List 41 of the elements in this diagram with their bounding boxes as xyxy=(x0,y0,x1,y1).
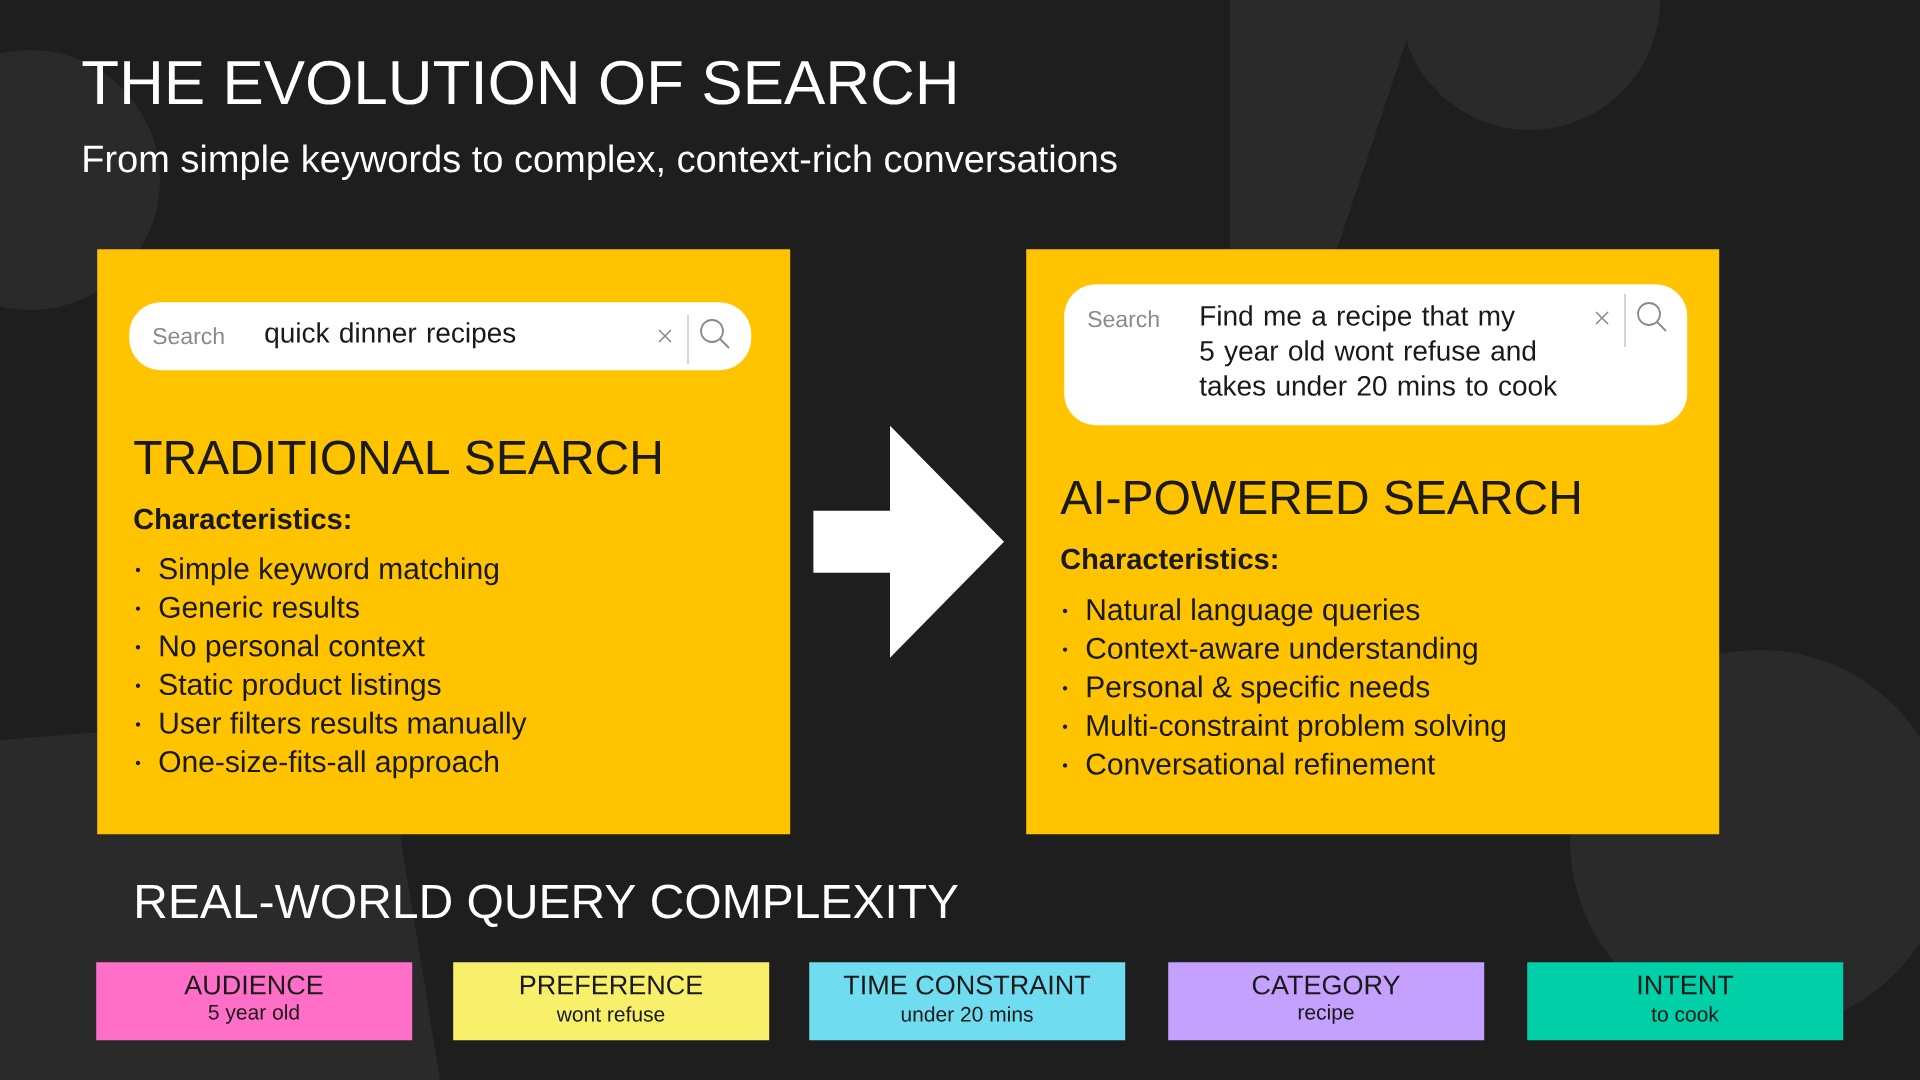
search-field xyxy=(129,302,752,371)
category-tag xyxy=(809,962,1126,1041)
bullet-item: Generic results xyxy=(159,595,359,618)
category-tag xyxy=(1527,962,1844,1041)
category-tag xyxy=(1168,962,1485,1041)
bullet-item: No personal context xyxy=(160,634,425,663)
bullet-item: Personal & specific needs xyxy=(1087,675,1430,704)
search-placeholder: Search xyxy=(1088,310,1159,328)
characteristics-label: Characteristics: xyxy=(1061,548,1277,570)
tag-title: AUDIENCE xyxy=(184,975,323,995)
tag-title: PREFERENCE xyxy=(520,975,703,995)
tag-value: 5 year old xyxy=(208,1004,299,1024)
bullet-item: Simple keyword matching xyxy=(159,557,498,586)
card-heading: TRADITIONAL SEARCH xyxy=(134,440,660,475)
tag-value: wont refuse xyxy=(556,1006,665,1022)
bullet-item: Multi-constraint problem solving xyxy=(1087,714,1506,743)
subtitle: From simple keywords to complex, context-rich conversations xyxy=(84,144,1117,180)
tag-title: INTENT xyxy=(1638,975,1734,995)
search-query: quick dinner recipes xyxy=(265,322,516,349)
bullet-item: User filters results manually xyxy=(160,711,527,740)
characteristics-label: Characteristics: xyxy=(134,508,350,530)
category-tag xyxy=(96,962,413,1041)
tag-title: TIME CONSTRAINT xyxy=(843,975,1091,995)
title: THE EVOLUTION OF SEARCH xyxy=(82,60,955,105)
tag-title: CATEGORY xyxy=(1252,975,1400,995)
bullet-item: Context-aware understanding xyxy=(1086,636,1477,665)
arrow xyxy=(813,425,1004,658)
section-heading: REAL-WORLD QUERY COMPLEXITY xyxy=(137,884,959,928)
bullet-item: Conversational refinement xyxy=(1086,752,1436,775)
bullet-item: Natural language queries xyxy=(1087,598,1420,627)
search-query: Find me a recipe that my 5 year old wont refuse and takes under 20 mins to cook xyxy=(1199,305,1558,396)
tag-value: to cook xyxy=(1651,1006,1719,1022)
tag-value: recipe xyxy=(1298,1004,1354,1024)
search-field xyxy=(1064,284,1688,426)
search-card xyxy=(97,249,791,835)
tag-value: under 20 mins xyxy=(901,1006,1033,1022)
card-heading: AI-POWERED SEARCH xyxy=(1060,480,1579,515)
bullet-item: One-size-fits-all approach xyxy=(159,750,498,779)
category-tag xyxy=(453,962,770,1041)
search-placeholder: Search xyxy=(153,327,224,345)
bullet-item: Static product listings xyxy=(159,673,441,702)
